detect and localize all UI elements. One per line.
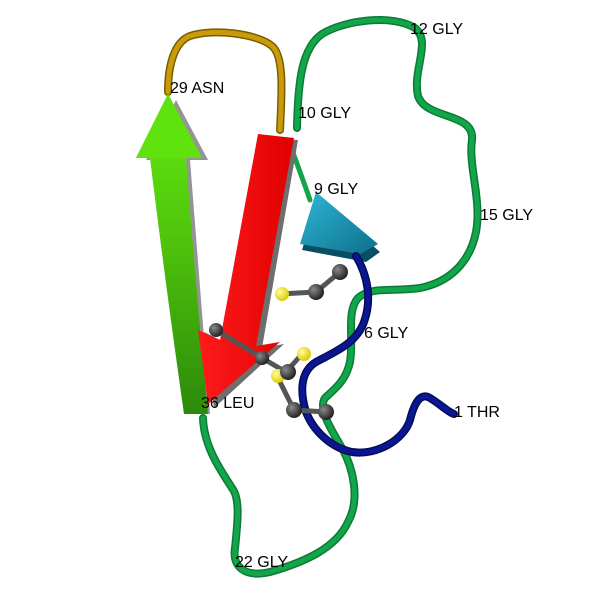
carbon-atom [286,402,302,418]
residue-labels: 12 GLY 29 ASN 10 GLY 9 GLY 15 GLY 6 GLY … [170,21,533,571]
label-res-36: 36 LEU [201,395,254,412]
label-res-29: 29 ASN [170,80,224,97]
carbon-atom [209,323,223,337]
carbon-atom [280,364,296,380]
label-res-22: 22 GLY [235,554,288,571]
beta-strand-green [136,94,210,414]
carbon-atom [332,264,348,280]
coil-loop-blue [298,252,458,457]
sulfur-atom [297,347,311,361]
carbon-atom [318,404,334,420]
label-res-9: 9 GLY [314,181,359,198]
carbon-atom [255,351,269,365]
label-res-10: 10 GLY [298,105,351,122]
coil-turn-gold [164,28,286,134]
atoms [209,264,348,420]
label-res-12: 12 GLY [410,21,463,38]
beta-strand-teal [300,192,380,262]
label-res-6: 6 GLY [364,325,409,342]
label-res-1: 1 THR [454,404,500,421]
sulfur-atom [275,287,289,301]
carbon-atom [308,284,324,300]
label-res-15: 15 GLY [480,207,533,224]
